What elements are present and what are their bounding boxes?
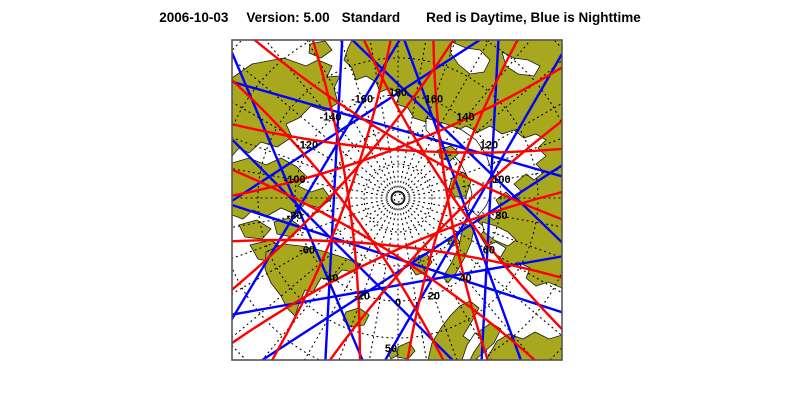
land-polygon — [485, 331, 562, 360]
night-track — [403, 40, 523, 360]
day-track — [432, 40, 489, 360]
day-track — [232, 238, 562, 279]
night-track — [350, 40, 562, 245]
longitude-label: -60 — [299, 245, 315, 257]
meridian-line — [232, 198, 393, 228]
parallel-circle — [393, 193, 403, 203]
longitude-label: 180 — [389, 87, 407, 99]
meridian-line — [402, 200, 562, 294]
meridian-line — [232, 168, 393, 198]
title-color-legend: Red is Daytime, Blue is Nighttime — [426, 10, 641, 25]
meridian-line — [399, 40, 457, 193]
day-track — [232, 40, 455, 292]
sea-polygon — [449, 41, 491, 75]
latitude-label: 50 — [385, 343, 397, 355]
night-track — [480, 40, 500, 360]
title-mode: Standard — [341, 10, 401, 25]
meridian-line — [398, 40, 427, 193]
longitude-label: -160 — [351, 93, 373, 105]
longitude-label: 20 — [428, 291, 440, 303]
meridian-line — [264, 40, 395, 194]
longitude-label: 80 — [495, 210, 507, 222]
longitude-label: 60 — [483, 245, 495, 257]
parallel-circle — [294, 94, 502, 302]
day-track — [232, 122, 562, 154]
day-track — [232, 66, 562, 197]
day-track — [311, 40, 362, 360]
meridian-line — [303, 202, 396, 360]
night-track — [232, 80, 562, 178]
longitude-label: 40 — [459, 272, 471, 284]
longitude-label: 0 — [395, 297, 401, 309]
land-polygon — [238, 219, 272, 240]
map-frame — [231, 39, 563, 361]
night-track — [232, 40, 482, 203]
meridian-line — [232, 101, 394, 196]
title-version: Version: 5.00 — [246, 10, 330, 25]
longitude-label: -140 — [319, 112, 341, 124]
night-track — [232, 137, 455, 360]
day-track — [270, 40, 392, 360]
plot-title: 2006-10-03 Version: 5.00 Standard Red is Da… — [0, 10, 800, 25]
night-track — [232, 255, 562, 316]
longitude-label: -40 — [323, 272, 339, 284]
longitude-label: -120 — [296, 140, 318, 152]
day-track — [232, 190, 562, 345]
longitude-label: -80 — [287, 210, 303, 222]
meridian-line — [403, 198, 562, 228]
longitude-label: 140 — [456, 112, 474, 124]
meridian-line — [398, 203, 428, 360]
night-track — [324, 40, 344, 360]
meridian-line — [402, 201, 562, 337]
meridian-line — [400, 40, 490, 194]
longitude-label: -20 — [354, 291, 370, 303]
sea-polygon — [481, 221, 517, 247]
meridian-line — [403, 168, 562, 198]
night-track — [232, 49, 364, 360]
title-date: 2006-10-03 — [159, 10, 229, 25]
day-track — [406, 40, 520, 360]
meridian-line — [338, 203, 397, 360]
day-track — [252, 40, 562, 221]
night-track — [232, 40, 402, 322]
parallel-circle — [363, 163, 433, 233]
longitude-label: 160 — [425, 93, 443, 105]
day-track — [232, 78, 445, 360]
longitude-label: -100 — [284, 174, 306, 186]
longitude-label: 120 — [480, 140, 498, 152]
land-polygon — [232, 57, 341, 157]
day-track — [362, 40, 562, 331]
longitude-label: 100 — [492, 174, 510, 186]
